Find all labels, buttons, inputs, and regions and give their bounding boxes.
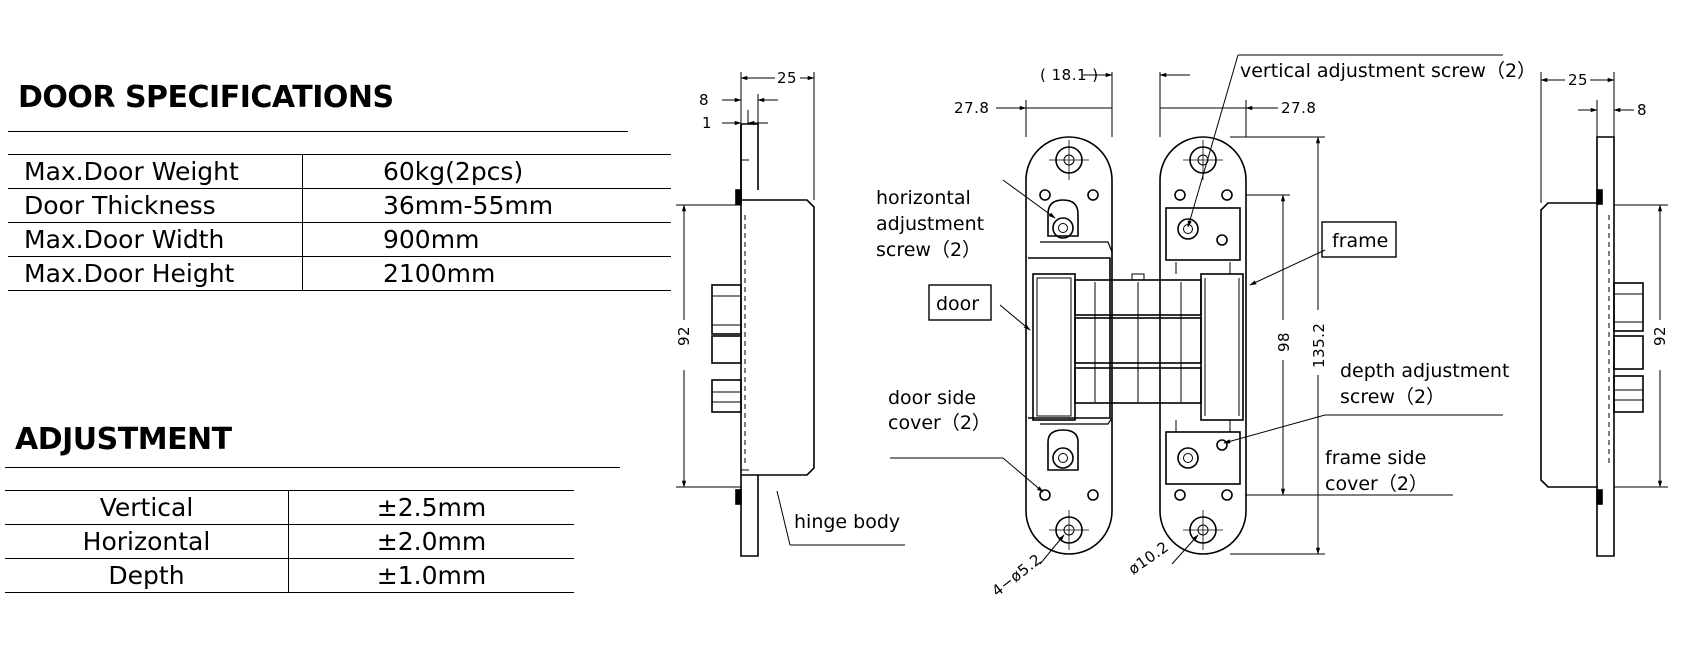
spec-label: Max.Door Weight — [8, 154, 303, 189]
dim-left-height: 92 — [675, 326, 693, 346]
label-door: door — [936, 293, 979, 315]
label-door-side-cover-line2: cover（2） — [888, 412, 991, 434]
table-row: Horizontal ±2.0mm — [5, 524, 574, 559]
label-door-side-cover-line1: door side — [888, 387, 976, 409]
dim-right-width: 25 — [1568, 71, 1588, 89]
dim-left-width: 25 — [777, 69, 797, 87]
spec-label: Max.Door Width — [8, 222, 303, 257]
dim-right-offset-8: 8 — [1637, 101, 1647, 119]
adjust-label: Depth — [5, 558, 289, 593]
door-label-box — [928, 284, 992, 321]
label-horizontal-adjustment-screw-line3: screw（2） — [876, 239, 981, 261]
adjust-label: Horizontal — [5, 524, 289, 559]
dim-hole-small: 4−ø5.2 — [988, 550, 1045, 600]
door-specifications-table: Max.Door Weight 60kg(2pcs) Door Thicknes… — [8, 154, 671, 291]
dim-right-height: 92 — [1651, 326, 1669, 346]
label-horizontal-adjustment-screw-line1: horizontal — [876, 187, 971, 209]
label-horizontal-adjustment-screw-line2: adjustment — [876, 213, 984, 235]
table-row: Vertical ±2.5mm — [5, 490, 574, 525]
adjust-value: ±1.0mm — [288, 558, 574, 593]
spec-label: Door Thickness — [8, 188, 303, 223]
center-front-view — [1025, 136, 1247, 555]
left-side-view — [711, 123, 815, 557]
label-vertical-adjustment-screw: vertical adjustment screw（2） — [1240, 60, 1536, 82]
door-specifications-rule — [8, 131, 628, 132]
adjust-value: ±2.0mm — [288, 524, 574, 559]
right-side-view — [1540, 136, 1644, 557]
spec-value: 900mm — [302, 222, 671, 257]
spec-label: Max.Door Height — [8, 256, 303, 291]
spec-value: 36mm-55mm — [302, 188, 671, 223]
door-specifications-title: DOOR SPECIFICATIONS — [18, 80, 394, 115]
dim-height-135: 135.2 — [1310, 323, 1328, 368]
dim-center-right-width: 27.8 — [1281, 99, 1316, 117]
label-frame-side-cover-line2: cover（2） — [1325, 473, 1428, 495]
dim-left-offset-8: 8 — [699, 91, 709, 109]
frame-label-box — [1321, 221, 1397, 258]
adjustment-title: ADJUSTMENT — [15, 422, 232, 457]
label-hinge-body: hinge body — [794, 511, 900, 533]
adjustment-rule — [5, 467, 620, 468]
adjustment-table: Vertical ±2.5mm Horizontal ±2.0mm Depth … — [5, 490, 574, 593]
hinge-body-leader — [776, 490, 905, 546]
label-frame: frame — [1332, 230, 1388, 252]
right-view-dimensions — [1540, 72, 1668, 488]
dim-hole-large: ø10.2 — [1125, 538, 1172, 579]
label-depth-adjustment-screw-line2: screw（2） — [1340, 386, 1445, 408]
table-row: Max.Door Weight 60kg(2pcs) — [8, 154, 671, 189]
dim-height-98: 98 — [1275, 332, 1293, 352]
adjust-value: ±2.5mm — [288, 490, 574, 525]
dim-center-left-width: 27.8 — [954, 99, 989, 117]
left-view-dimensions — [676, 72, 815, 488]
label-frame-side-cover-line1: frame side — [1325, 447, 1426, 469]
table-row: Max.Door Height 2100mm — [8, 256, 671, 291]
label-leaders — [890, 54, 1503, 496]
adjust-label: Vertical — [5, 490, 289, 525]
center-dimensions — [996, 72, 1325, 555]
dim-left-offset-1: 1 — [702, 114, 712, 132]
label-depth-adjustment-screw-line1: depth adjustment — [1340, 360, 1509, 382]
hole-leaders — [1039, 534, 1199, 565]
table-row: Door Thickness 36mm-55mm — [8, 188, 671, 223]
spec-value: 60kg(2pcs) — [302, 154, 671, 189]
spec-value: 2100mm — [302, 256, 671, 291]
dim-center-gap: ( 18.1 ) — [1040, 66, 1099, 84]
table-row: Depth ±1.0mm — [5, 558, 574, 593]
table-row: Max.Door Width 900mm — [8, 222, 671, 257]
